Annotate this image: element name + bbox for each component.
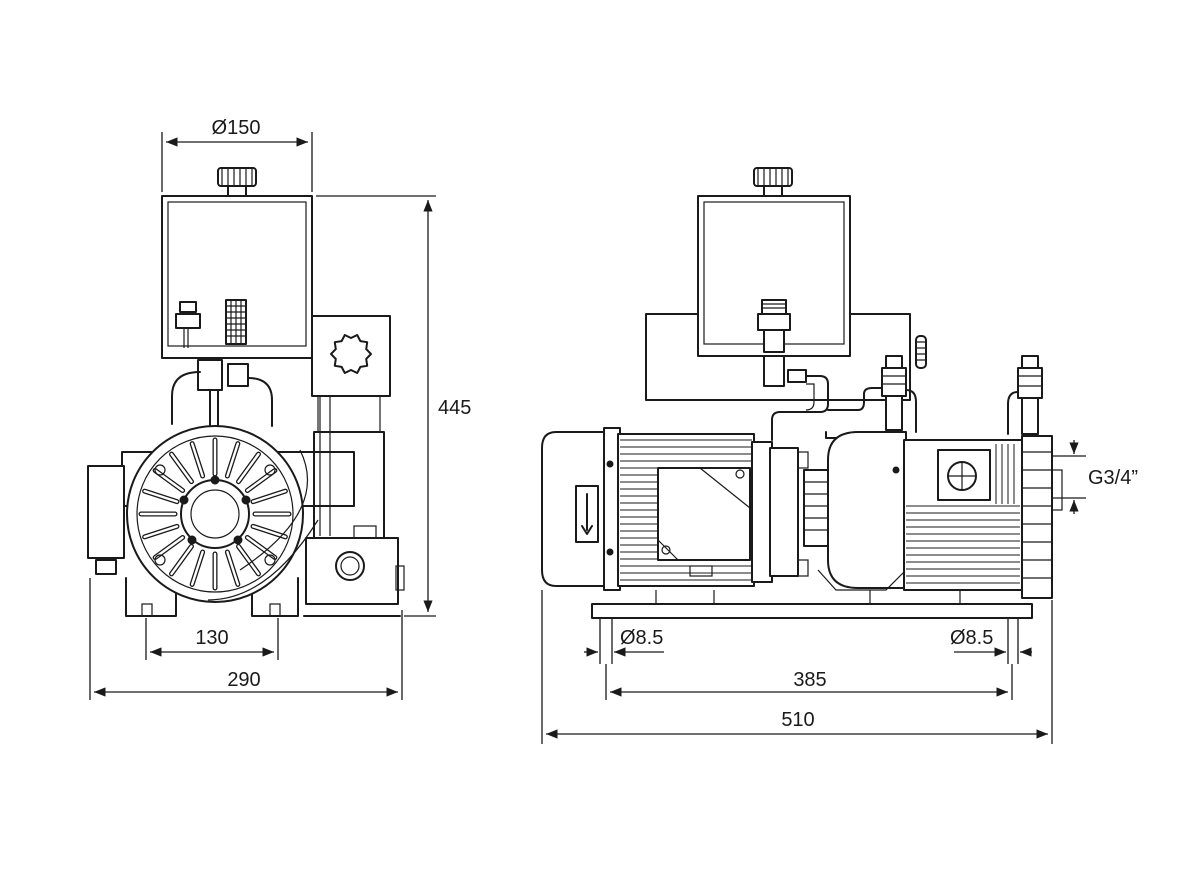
label-total-length: 510 <box>781 709 814 731</box>
dim-height: 445 <box>316 195 471 617</box>
label-side-width: 290 <box>227 669 260 691</box>
oil-tank-side <box>161 167 313 391</box>
label-hole-left: Ø8.5 <box>620 627 663 649</box>
dim-side-width: 290 <box>89 578 403 700</box>
side-view: Ø150 445 130 290 <box>87 117 471 700</box>
base-plate <box>591 590 1033 619</box>
pump-body-side <box>87 425 355 617</box>
label-mount-spacing: 385 <box>793 669 826 691</box>
electric-motor <box>541 427 809 591</box>
dim-total-length: 510 <box>541 590 1053 744</box>
label-height: 445 <box>438 397 471 419</box>
oil-tank-front <box>645 167 927 401</box>
valve-tower-1 <box>881 355 917 433</box>
dim-port-thread: G3/4” <box>1052 440 1138 514</box>
dim-hole-left: Ø8.5 <box>584 618 664 664</box>
dim-mount-spacing: 385 <box>605 664 1013 700</box>
front-view: G3/4” Ø8.5 Ø8.5 385 <box>541 167 1138 744</box>
column-and-valve-box <box>207 315 405 617</box>
label-port-thread: G3/4” <box>1088 467 1138 489</box>
dim-foot-spacing: 130 <box>145 618 279 660</box>
dim-tank-diameter: Ø150 <box>161 117 313 192</box>
label-tank-diameter: Ø150 <box>212 117 261 139</box>
label-foot-spacing: 130 <box>195 627 228 649</box>
dim-hole-right: Ø8.5 <box>950 618 1032 664</box>
label-hole-right: Ø8.5 <box>950 627 993 649</box>
pump-block-front <box>817 431 1063 599</box>
valve-tower-2 <box>1007 355 1043 435</box>
